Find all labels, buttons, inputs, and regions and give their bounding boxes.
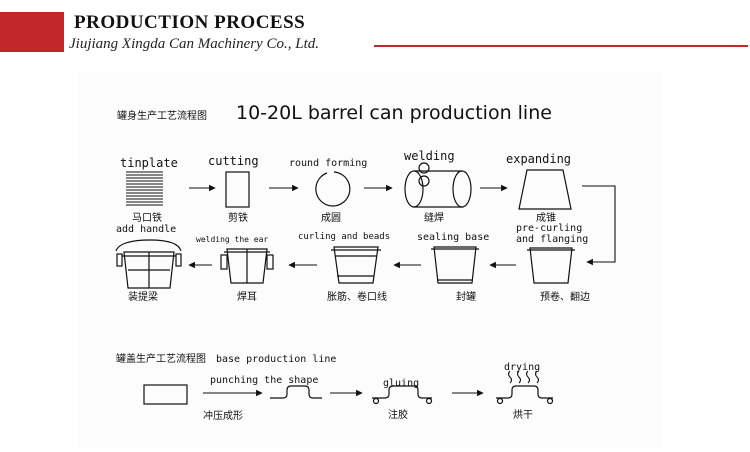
handled-bucket-icon xyxy=(115,239,182,289)
label-gluing: gluing xyxy=(383,378,419,389)
page-title: PRODUCTION PROCESS xyxy=(74,12,306,33)
base-title-en: base production line xyxy=(216,354,336,365)
label-welding-ear: welding the ear xyxy=(196,235,268,244)
label-round-forming: round forming xyxy=(289,158,367,169)
label-curling-beads: curling and beads xyxy=(298,232,390,242)
label-cn-welding-ear: 焊耳 xyxy=(237,291,257,303)
label-cn-add-handle: 装提梁 xyxy=(128,290,158,303)
glued-shape-icon xyxy=(372,385,433,405)
arrow-row-turn xyxy=(582,185,616,266)
label-cn-drying: 烘干 xyxy=(513,409,533,421)
label-cn-forming: 成圆 xyxy=(321,212,341,224)
label-expanding: expanding xyxy=(506,152,571,166)
ear-welded-bucket-icon xyxy=(220,248,274,284)
label-cn-punching: 冲压成形 xyxy=(203,409,243,422)
heat-waves-icon xyxy=(507,370,540,384)
label-cn-sealing: 封罐 xyxy=(456,290,476,303)
label-punching: punching the shape xyxy=(210,375,318,386)
barrel-title-cn: 罐身生产工艺流程图 xyxy=(117,109,207,122)
label-add-handle: add handle xyxy=(116,224,176,235)
label-cn-cutting: 剪铁 xyxy=(228,211,248,224)
cut-sheet-icon xyxy=(225,171,250,208)
dried-shape-icon xyxy=(496,385,554,405)
expanded-cone-icon xyxy=(518,169,572,210)
label-sealing-base: sealing base xyxy=(417,232,489,243)
base-title-cn: 罐盖生产工艺流程图 xyxy=(116,352,206,365)
punched-shape-icon xyxy=(270,385,322,399)
label-flanging: and flanging xyxy=(516,234,588,245)
flanged-bucket-icon xyxy=(527,247,575,284)
company-name: Jiujiang Xingda Can Machinery Co., Ltd. xyxy=(69,36,319,52)
welded-cylinder-icon xyxy=(404,162,472,208)
barrel-title-en: 10-20L barrel can production line xyxy=(236,102,552,124)
blank-sheet-icon xyxy=(143,384,188,405)
label-cn-gluing: 注胶 xyxy=(388,408,408,421)
label-cn-welding: 缝焊 xyxy=(424,211,444,224)
label-cutting: cutting xyxy=(208,154,259,168)
round-forming-icon xyxy=(315,171,351,207)
label-cn-curling: 胀筋、卷口线 xyxy=(327,290,387,303)
label-cn-tinplate: 马口铁 xyxy=(132,211,162,224)
label-cn-expanding: 成锥 xyxy=(536,212,556,224)
label-welding: welding xyxy=(404,149,455,163)
header-red-block xyxy=(0,12,64,52)
header-red-rule xyxy=(374,45,748,47)
label-cn-flanging: 预卷、翻边 xyxy=(540,290,590,303)
tinplate-icon xyxy=(126,171,163,206)
curled-bucket-icon xyxy=(331,246,381,284)
sealed-bucket-icon xyxy=(431,246,479,284)
label-pre-curling: pre-curling xyxy=(516,223,582,234)
label-tinplate: tinplate xyxy=(120,156,178,170)
label-drying: drying xyxy=(504,362,540,373)
